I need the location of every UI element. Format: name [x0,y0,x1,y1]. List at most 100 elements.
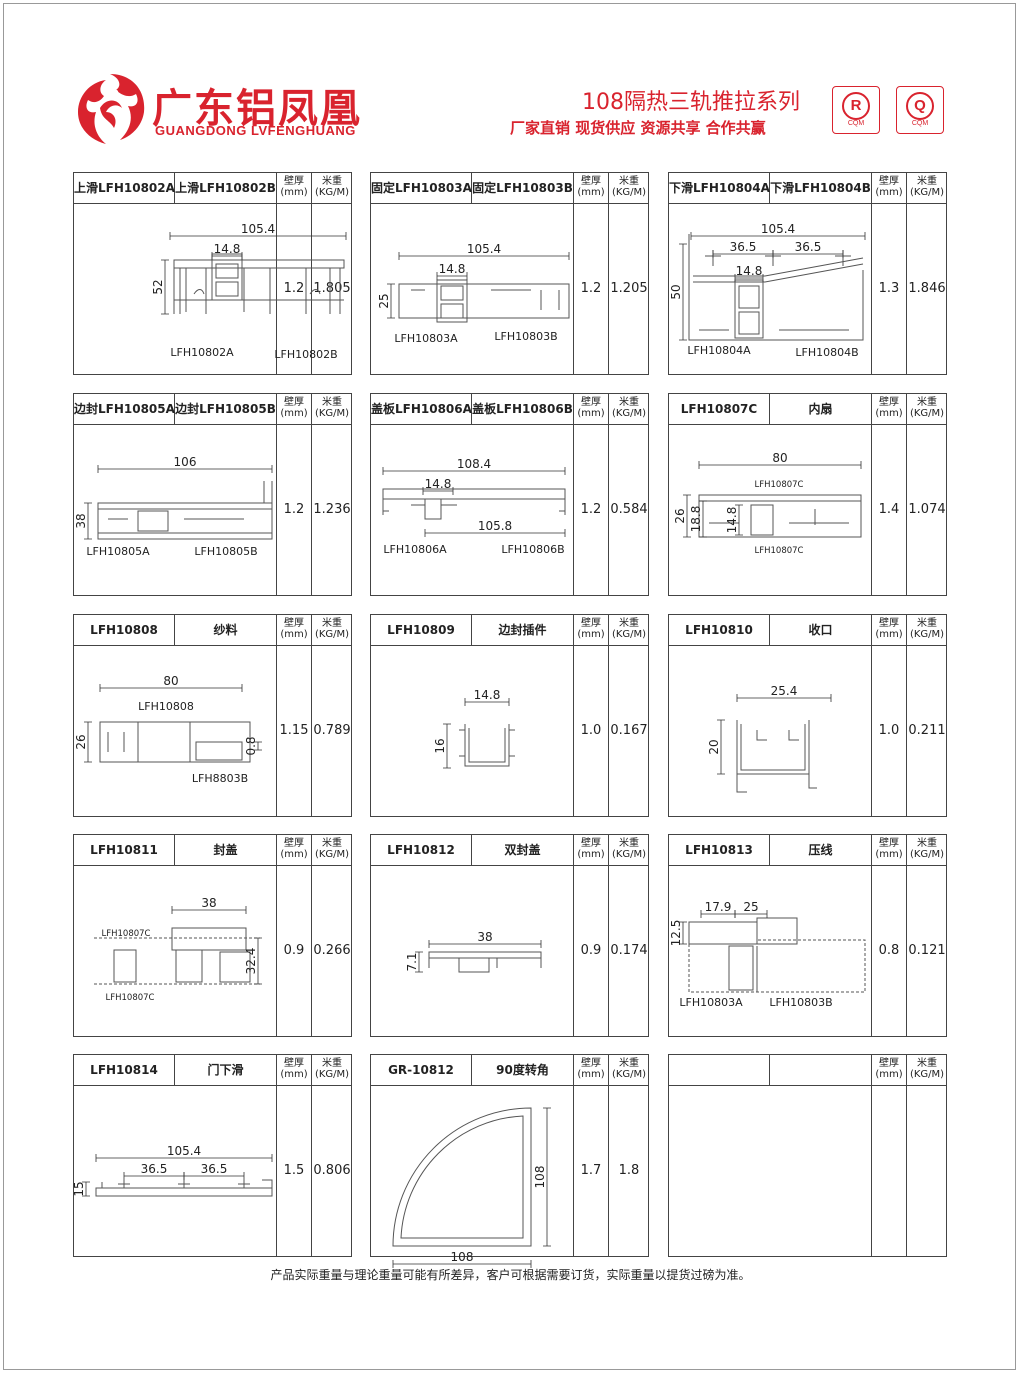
dimension-line: 7.1 [405,951,423,973]
weight-value: 0.789 [313,723,351,738]
column-divider [276,1055,277,1256]
dimension-line: 25 [734,900,768,918]
thickness-unit: (mm) [280,1069,308,1080]
dimension-value: 17.9 [705,900,732,914]
column-divider [871,394,872,595]
weight-label: 米重 [619,838,639,849]
thickness-label: 壁厚 [581,176,601,187]
dimension-line: 16 [433,723,451,769]
dimension-value: 50 [669,284,683,299]
profile-code-primary: 上滑LFH10802A [74,173,175,203]
weight-unit: (KG/M) [909,849,945,860]
thickness-label: 壁厚 [879,618,899,629]
dimension-line: 12.5 [669,920,687,946]
dimension-line: 105.4 [398,242,570,260]
profile-cross-section-drawing: 25.420 [707,684,832,793]
thickness-header: 壁厚(mm) [871,838,907,860]
weight-label: 米重 [917,1058,937,1069]
card-header-row [74,173,351,204]
dimension-line: 0.8 [244,736,262,756]
column-divider [276,173,277,374]
thickness-unit: (mm) [577,849,605,860]
part-code-label: LFH8803B [192,772,248,785]
profile-code-secondary: 边封LFH10805B [175,402,276,416]
profile-code-secondary: 纱料 [213,623,238,637]
part-code-label: LFH10804B [795,346,858,359]
column-divider [608,835,609,1036]
dimension-line: 80 [99,674,243,692]
weight-header: 米重(KG/M) [609,176,649,198]
dimension-line: 105.4 [690,222,866,240]
card-header-row [669,394,946,425]
column-divider [608,394,609,595]
thickness-value: 1.2 [283,502,305,517]
profile-outline [428,951,542,973]
weight-header: 米重(KG/M) [907,838,947,860]
column-divider [906,173,907,374]
thickness-value: 1.5 [283,1163,305,1178]
column-divider [906,615,907,816]
thickness-unit: (mm) [577,408,605,419]
weight-header: 米重(KG/M) [312,397,352,419]
thickness-value: 1.2 [283,281,305,296]
weight-value: 0.167 [610,723,648,738]
thickness-unit: (mm) [875,629,903,640]
profile-code-secondary: 内扇 [808,402,833,416]
column-divider [573,835,574,1036]
page-frame [3,3,1016,1370]
weight-unit: (KG/M) [611,849,647,860]
column-divider [573,615,574,816]
thickness-header: 壁厚(mm) [573,397,609,419]
profile-card: GR-10812 90度转角 壁厚(mm) 米重(KG/M) 1.7 1.8 1… [370,1054,649,1268]
part-code-label: LFH10808 [138,700,194,713]
brand-name-en: GUANGDONG LVFENGHUANG [155,123,356,138]
dimension-line: 14.8 [422,477,454,495]
dimension-value: 7.1 [405,952,419,971]
thickness-unit: (mm) [280,629,308,640]
weight-value: 0.211 [908,723,946,738]
card-header-row [74,1055,351,1086]
dimension-value: 36.5 [730,240,757,254]
dimension-line: 17.9 [700,900,736,918]
dimension-value: 26 [673,508,687,523]
dimension-value: 15 [72,1181,86,1196]
dimension-line: 14.8 [734,264,764,282]
weight-header: 米重(KG/M) [609,1058,649,1080]
part-code-label: LFH10807C [755,480,804,490]
profile-code-secondary: 盖板LFH10806B [472,402,573,416]
thickness-header: 壁厚(mm) [276,618,312,640]
dimension-line: 14.8 [464,688,510,706]
weight-unit: (KG/M) [611,1069,647,1080]
profile-code-primary: LFH10810 [669,615,770,645]
weight-header: 米重(KG/M) [907,1058,947,1080]
profile-code-secondary: 收口 [808,623,833,637]
column-divider [276,394,277,595]
card-header-row [669,173,946,204]
thickness-header: 壁厚(mm) [276,1058,312,1080]
profile-outline [97,481,273,540]
thickness-header: 壁厚(mm) [573,1058,609,1080]
card-header-row [74,835,351,866]
profile-code-primary [669,1055,770,1085]
dimension-value: 14.8 [425,477,452,491]
weight-label: 米重 [322,618,342,629]
column-divider [311,1055,312,1256]
profile-card: LFH10812 双封盖 壁厚(mm) 米重(KG/M) 0.9 0.174 3… [370,834,649,1037]
weight-label: 米重 [619,176,639,187]
dimension-line: 36.5 [183,1162,245,1180]
profile-outline [382,488,566,520]
card-header-row [371,1055,648,1086]
footer-note: 产品实际重量与理论重量可能有所差异，客户可根据需要订货，实际重量以提货过磅为准。 [270,1268,751,1282]
weight-header: 米重(KG/M) [609,838,649,860]
card-header-row [669,1055,946,1086]
dimension-value: 25 [377,293,391,308]
slogan: 厂家直销 现货供应 资源共享 合作共赢 [510,119,766,137]
profile-outline [398,279,570,323]
column-divider [906,835,907,1036]
part-code-label: LFH10806B [501,543,564,556]
thickness-unit: (mm) [875,187,903,198]
weight-value: 0.174 [610,943,648,958]
thickness-label: 壁厚 [879,397,899,408]
